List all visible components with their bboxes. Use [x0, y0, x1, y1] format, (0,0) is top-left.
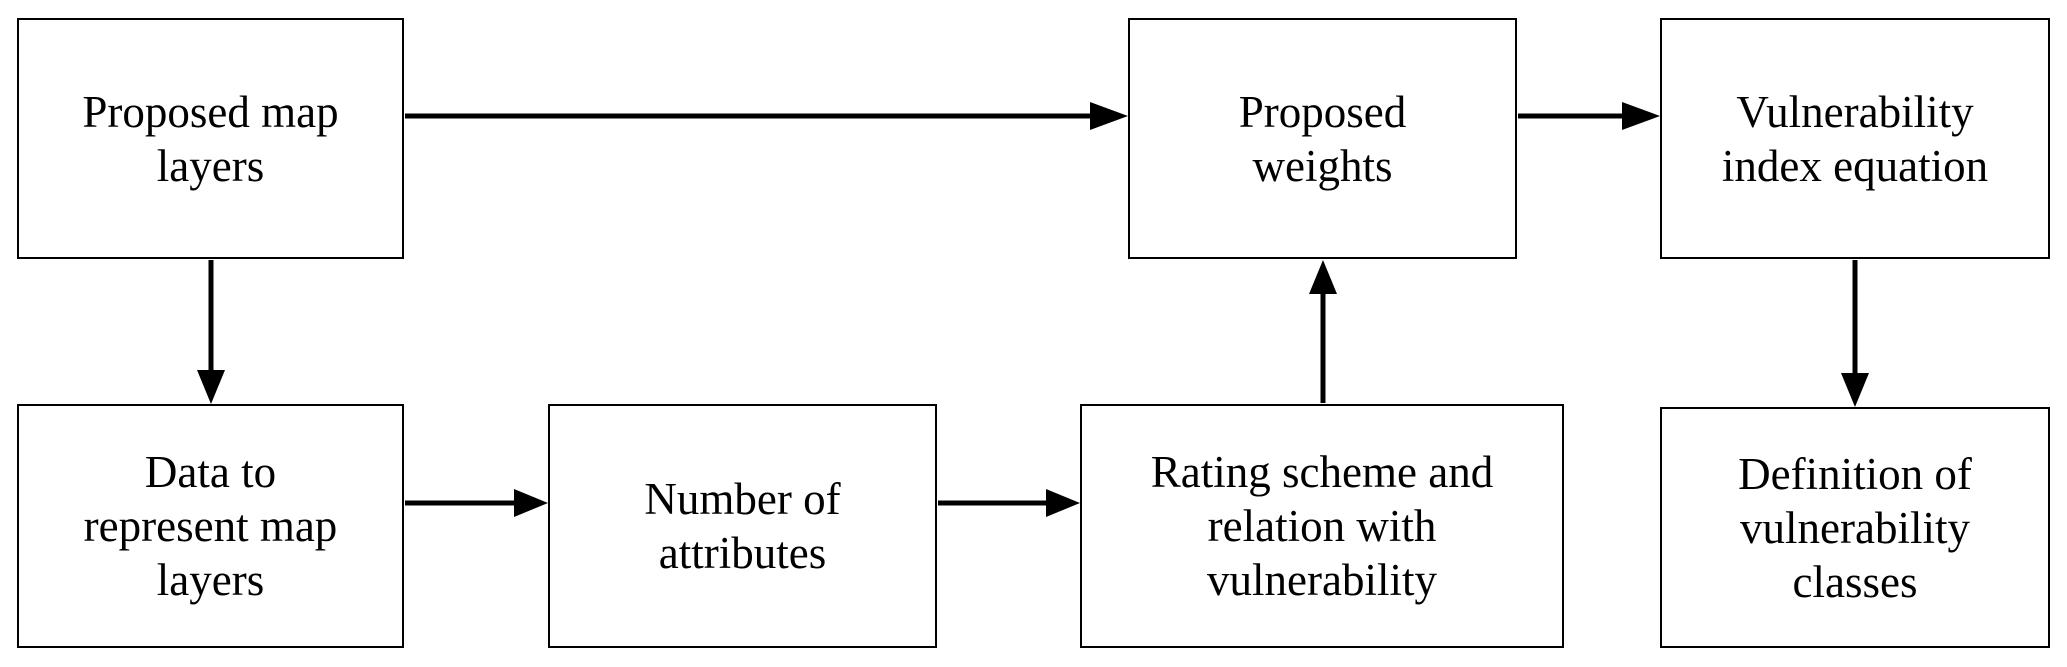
node-data-to-represent-label: Data to represent map layers — [83, 447, 338, 605]
arrowhead-right — [1622, 102, 1660, 130]
arrowhead-right — [514, 489, 548, 517]
node-rating-scheme-label: Rating scheme and relation with vulnerab… — [1150, 447, 1494, 605]
node-number-of-attributes-label: Number of attributes — [644, 474, 841, 578]
node-vulnerability-index-equation: Vulnerability index equation — [1660, 18, 2050, 259]
arrowhead-right — [1046, 489, 1080, 517]
node-proposed-weights-label: Proposed weights — [1238, 86, 1407, 191]
node-proposed-map-layers-label: Proposed map layers — [82, 86, 339, 191]
node-number-of-attributes: Number of attributes — [548, 404, 937, 648]
node-definition-of-classes-label: Definition of vulnerability classes — [1738, 448, 1972, 607]
node-proposed-map-layers: Proposed map layers — [17, 18, 404, 259]
arrowhead-down — [197, 370, 225, 404]
node-data-to-represent: Data to represent map layers — [17, 404, 404, 648]
arrowhead-down — [1841, 373, 1869, 407]
arrowhead-right — [1090, 102, 1128, 130]
node-vulnerability-index-equation-label: Vulnerability index equation — [1721, 86, 1989, 191]
arrowhead-up — [1309, 260, 1337, 294]
node-definition-of-classes: Definition of vulnerability classes — [1660, 407, 2050, 648]
node-rating-scheme: Rating scheme and relation with vulnerab… — [1080, 404, 1564, 648]
node-proposed-weights: Proposed weights — [1128, 18, 1517, 259]
